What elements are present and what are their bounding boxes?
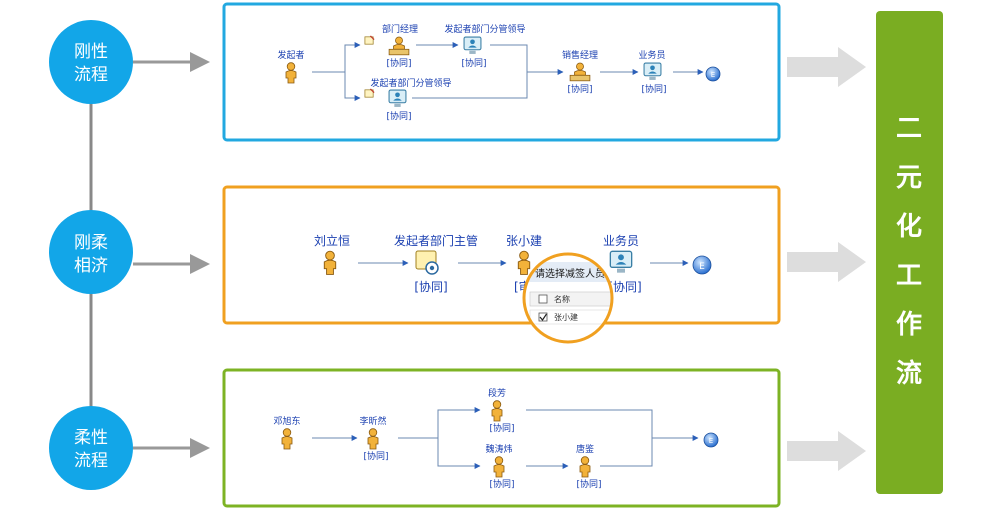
node-tag: [协同] [489,478,514,490]
category-mixed: 刚柔 相济 [49,210,210,294]
panel-flexible: 邓旭东 李昕然 [协同] 段芳 [协同] 魏涛炜 [协同] 唐鉴 [协同] E [222,368,781,508]
node-tag: [协同] [386,57,411,69]
node-tag: [协同] [567,83,592,95]
flow-edge [344,72,361,101]
note-icon [364,35,375,45]
category-line1: 柔性 [74,428,108,448]
node-initiator-label: 发起者 [277,49,304,61]
output-arrow-icon [787,242,866,282]
node-dept-leader-label: 发起者部门分管领导 [370,77,451,89]
node-tag: [协同] [608,279,641,294]
result-char: 二 [896,114,922,144]
category-circle [49,20,133,104]
panel-border [222,368,781,508]
result-char: 化 [896,212,922,242]
node-second-label: 李昕然 [359,415,386,427]
checkmark-icon [539,313,547,322]
category-line2: 流程 [74,451,108,471]
result-bar: 二 元 化 工 作 流 [876,11,943,494]
node-tag: [协同] [489,422,514,434]
node-tag: [协同] [414,279,447,294]
node-top-branch-label: 段芳 [488,387,506,399]
category-arrowhead [190,254,210,274]
category-circle [49,210,133,294]
result-char: 元 [896,163,922,193]
popup-header-row [529,291,611,307]
flow-edge [398,407,481,439]
node-tag: [协同] [363,450,388,462]
node-approver-label: 张小建 [506,234,542,248]
node-salesperson-label: 业务员 [603,233,639,248]
output-arrow-icon [787,47,866,87]
panel-mixed: 刘立恒 发起者部门主管 [协同] 张小建 [审 业务员 [协同] E 请选择减签… [222,185,781,344]
category-line1: 刚柔 [74,233,108,253]
category-line2: 相济 [74,256,108,276]
popup-list-item[interactable] [529,309,615,325]
flow-edge [312,42,361,73]
node-bottom-branch-label: 魏涛炜 [485,443,512,455]
result-char: 工 [896,261,922,291]
category-rigid: 刚性 流程 [49,20,210,104]
popup-column-header: 名称 [554,294,570,304]
result-char: 作 [896,310,922,340]
node-dept-leader-label: 发起者部门分管领导 [444,23,525,35]
node-initiator-label: 邓旭东 [273,415,300,427]
end-node-icon [692,255,712,275]
item-checkbox[interactable] [538,312,548,322]
node-tag: [协同] [386,110,411,122]
node-tag: [协同] [641,83,666,95]
category-flexible: 柔性 流程 [49,406,210,490]
node-last-label: 唐鉴 [576,443,594,455]
flow-edge [437,438,481,469]
category-circle [49,406,133,490]
panel-border [222,185,781,325]
end-node-label: E [709,437,713,445]
node-tag: [协同] [576,478,601,490]
popup-title: 请选择减签人员 [535,267,605,280]
note-icon [364,88,375,98]
output-arrow-icon [787,431,866,471]
node-tag: [协同] [461,57,486,69]
end-node-label: E [699,262,705,272]
panel-border [222,2,781,142]
node-sales-manager-label: 销售经理 [562,49,598,61]
result-char: 流 [896,359,922,389]
popup-item-label: 张小建 [554,312,578,322]
remove-signer-popup: 请选择减签人员 名称 张小建 [522,252,615,344]
select-all-checkbox[interactable] [538,294,548,304]
node-dept-head-label: 发起者部门主管 [394,233,478,248]
end-node-icon [705,66,721,82]
end-node-icon [703,432,719,448]
category-line1: 刚性 [74,42,108,62]
result-bar-bg [876,11,943,494]
category-line2: 流程 [74,65,108,85]
category-arrowhead [190,438,210,458]
node-dept-manager-label: 部门经理 [382,23,418,35]
gear-center [429,265,435,271]
magnifier-ring [522,252,614,344]
node-initiator-label: 刘立恒 [314,233,350,248]
category-arrowhead [190,52,210,72]
panel-rigid: 发起者 部门经理 [协同] 发起者部门分管领导 [协同] 发起者部门分管领导 [… [222,2,781,142]
end-node-label: E [711,71,715,79]
node-salesperson-label: 业务员 [638,49,665,61]
popup-title-bar [525,262,611,282]
